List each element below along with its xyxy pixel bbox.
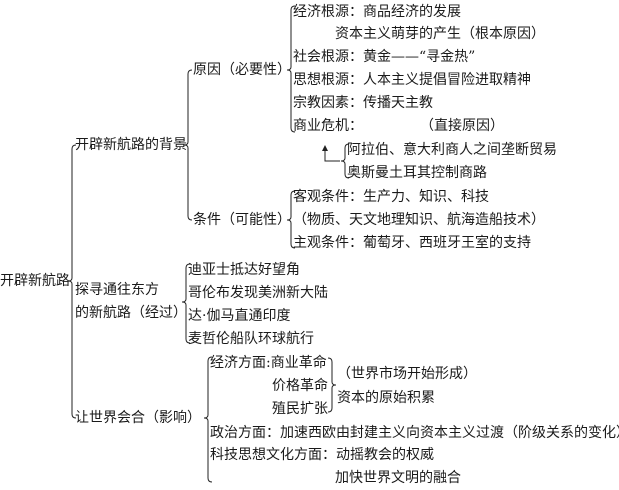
cause-economic: 经济根源：商品经济的发展 [293, 4, 461, 20]
economy-brace [327, 357, 337, 413]
impact-economy-item: 殖民扩张 [272, 401, 328, 417]
process-item: 麦哲伦船队环球航行 [188, 331, 314, 347]
arrow-head-icon [322, 145, 328, 151]
condition-subjective: 主观条件：葡萄牙、西班牙王室的支持 [293, 235, 531, 251]
conditions-node: 条件（可能性） [193, 212, 291, 228]
cause-religion: 宗教因素：传播天主教 [293, 95, 433, 111]
crisis-detail: 奥斯曼土耳其控制商路 [347, 165, 487, 181]
root-brace [67, 144, 77, 419]
cause-social: 社会根源：黄金——“寻金热” [293, 49, 476, 65]
impact-brace [203, 356, 213, 483]
causes-brace [286, 5, 296, 133]
cause-thought: 思想根源：人本主义提倡冒险进取精神 [293, 72, 531, 88]
cause-commercial: 商业危机： [293, 118, 363, 134]
cause-direct-note: （直接原因） [420, 118, 504, 134]
process-node-line1: 探寻通往东方 [75, 282, 159, 298]
impact-economy-result: （世界市场开始形成） [337, 366, 477, 382]
condition-objective: 客观条件：生产力、知识、科技 [293, 189, 489, 205]
process-node-line2: 的新航路（经过） [75, 305, 187, 321]
background-brace [183, 69, 193, 221]
process-item: 哥伦布发现美洲新大陆 [188, 285, 328, 301]
process-item: 迪亚士抵达好望角 [188, 262, 300, 278]
root-node: 开辟新航路 [0, 273, 70, 289]
impact-culture-2: 加快世界文明的融合 [335, 470, 461, 486]
background-node: 开辟新航路的背景 [75, 137, 187, 153]
crisis-detail: 阿拉伯、意大利商人之间垄断贸易 [347, 142, 557, 158]
impact-node: 让世界会合（影响） [75, 410, 201, 426]
cause-economic-sprout: 资本主义萌芽的产生（根本原因） [335, 26, 545, 42]
impact-economy-item: 价格革命 [272, 378, 328, 394]
conditions-brace [286, 190, 296, 249]
process-item: 达·伽马直通印度 [188, 308, 291, 324]
causes-node: 原因（必要性） [193, 62, 291, 78]
process-brace [181, 263, 191, 344]
impact-politics: 政治方面：加速西欧由封建主义向资本主义过渡（阶级关系的变化） [210, 425, 619, 441]
impact-economy: 经济方面:商业革命 [210, 355, 327, 371]
impact-culture: 科技思想文化方面：动摇教会的权威 [210, 447, 434, 463]
impact-economy-result: 资本的原始积累 [337, 390, 435, 406]
crisis-brace [340, 143, 350, 179]
arrow-line [324, 150, 340, 162]
condition-objective-detail: （物质、天文地理知识、航海造船技术） [293, 212, 545, 228]
